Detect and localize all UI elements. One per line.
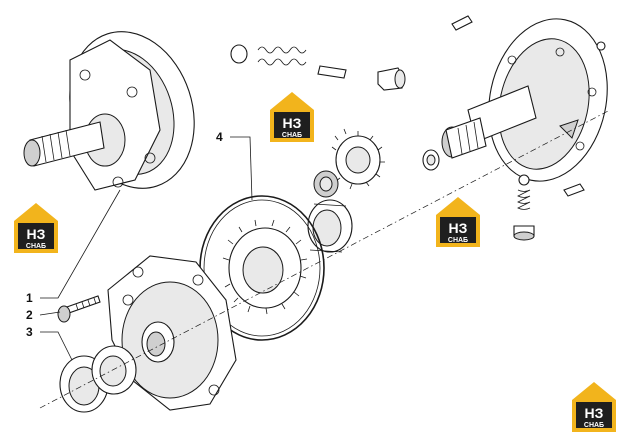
watermark-sub: СНАБ <box>584 422 604 429</box>
ring-bushing <box>307 199 353 253</box>
ring-gear <box>222 219 308 315</box>
callout-3: 3 <box>26 325 33 339</box>
needle-bearing <box>313 170 339 198</box>
watermark-logo-3: НЗ СНАБ <box>436 197 480 247</box>
dowel-pin-right <box>563 183 585 197</box>
watermark-letters: НЗ <box>283 115 302 131</box>
seal-ring-inner <box>91 345 137 395</box>
watermark-logo-2: НЗ СНАБ <box>14 203 58 253</box>
screw-top-right <box>596 41 606 51</box>
valve-spring-right <box>517 174 531 210</box>
watermark-letters: НЗ <box>449 220 468 236</box>
valve-plug-right <box>513 225 535 241</box>
valve-spring <box>257 46 307 54</box>
watermark-sub: СНАБ <box>448 237 468 244</box>
leader-lines <box>39 136 253 361</box>
bolt <box>57 295 101 323</box>
bushing-small-right <box>422 149 440 171</box>
pump-housing-upper-left <box>23 31 195 191</box>
callout-4: 4 <box>216 130 223 144</box>
watermark-sub: СНАБ <box>282 132 302 139</box>
valve-pin <box>317 65 347 79</box>
watermark-logo-4: НЗ СНАБ <box>572 382 616 432</box>
check-ball <box>230 44 248 64</box>
watermark-logo-1: НЗ СНАБ <box>270 92 314 142</box>
watermark-letters: НЗ <box>27 226 46 242</box>
dowel-pin-top-right <box>451 15 473 31</box>
watermark-sub: СНАБ <box>26 243 46 250</box>
pump-cover-lower <box>107 255 237 411</box>
callout-1: 1 <box>26 291 33 305</box>
watermark-letters: НЗ <box>585 405 604 421</box>
assembly-axis <box>39 109 611 409</box>
pump-housing-right <box>441 18 608 182</box>
pinion-gear <box>331 128 385 190</box>
callout-2: 2 <box>26 308 33 322</box>
relief-valve-parts-top <box>230 44 406 91</box>
